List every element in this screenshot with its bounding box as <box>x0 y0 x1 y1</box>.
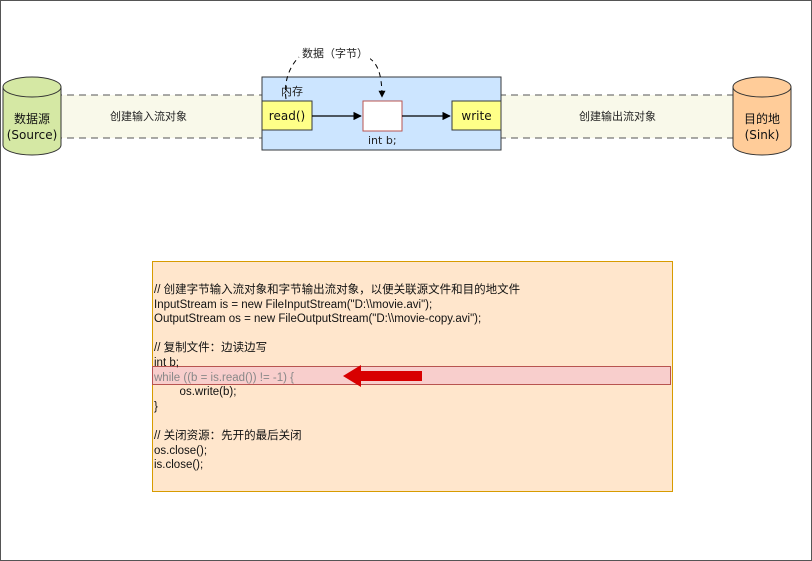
sink-label-line2: (Sink) <box>744 128 780 142</box>
code-line: os.write(b); <box>154 386 237 399</box>
source-label: 数据源 (Source) <box>3 111 61 143</box>
memory-variable-label: int b; <box>368 134 397 147</box>
code-line: // 关闭资源：先开的最后关闭 <box>154 429 302 442</box>
write-box-label: write <box>461 108 492 123</box>
code-line: // 创建字节输入流对象和字节输出流对象，以便关联源文件和目的地文件 <box>154 284 521 296</box>
code-line: // 复制文件：边读边写 <box>154 342 268 355</box>
bytes-arc-right <box>368 57 386 98</box>
data-bytes-label: 数据（字节） <box>300 45 370 61</box>
memory-title: 内存 <box>281 85 303 98</box>
code-line: int b; <box>154 356 179 369</box>
source-label-line1: 数据源 <box>13 112 50 126</box>
source-cylinder <box>2 76 62 156</box>
output-stream-label: 创建输出流对象 <box>579 110 656 123</box>
bytes-arc-left <box>284 56 300 100</box>
sink-cylinder <box>732 76 792 156</box>
sink-label-line1: 目的地 <box>743 112 780 126</box>
code-line: is.close(); <box>154 459 204 472</box>
input-stream-label: 创建输入流对象 <box>110 110 187 123</box>
code-line: while ((b = is.read()) != -1) { <box>154 371 294 384</box>
read-box <box>261 100 313 131</box>
code-line: OutputStream os = new FileOutputStream("… <box>154 313 482 326</box>
sink-label: 目的地 (Sink) <box>733 111 791 143</box>
variable-box <box>362 100 403 132</box>
code-line: } <box>154 400 158 413</box>
code-line: os.close(); <box>154 444 208 457</box>
code-line: InputStream is = new FileInputStream("D:… <box>154 298 433 311</box>
write-box <box>451 100 502 131</box>
read-box-label: read() <box>268 108 306 123</box>
source-label-line2: (Source) <box>6 128 58 142</box>
code-listing: // 创建字节输入流对象和字节输出流对象，以便关联源文件和目的地文件 Input… <box>154 283 520 473</box>
